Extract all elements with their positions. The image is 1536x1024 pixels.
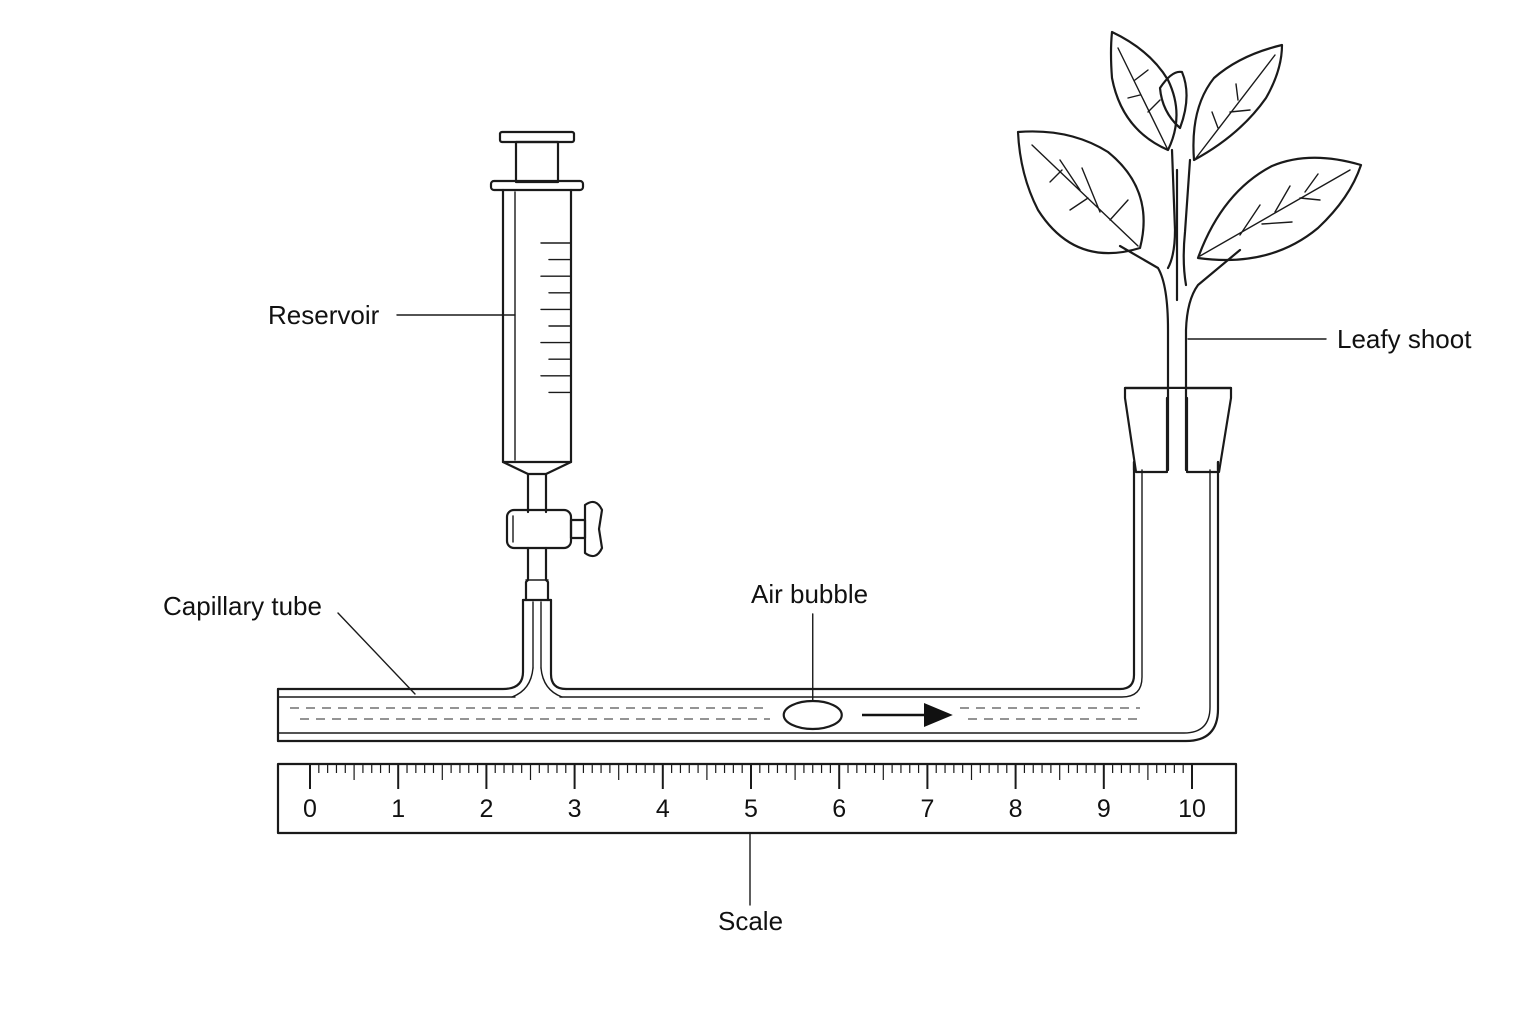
ruler-tick-label: 3 bbox=[568, 795, 582, 823]
label-reservoir-text: Reservoir bbox=[268, 300, 380, 330]
label-scale-text: Scale bbox=[718, 906, 783, 936]
reservoir-syringe bbox=[276, 130, 604, 698]
ruler-tick-label: 8 bbox=[1009, 795, 1023, 823]
leafy-shoot bbox=[1016, 30, 1363, 472]
tube-outer-wall bbox=[276, 460, 1220, 743]
air-bubble bbox=[782, 699, 843, 731]
syringe-taper bbox=[501, 460, 573, 476]
syringe-flange bbox=[489, 179, 585, 192]
label-air-bubble-text: Air bubble bbox=[751, 579, 868, 609]
rubber-stopper bbox=[1123, 386, 1233, 474]
ruler-ticks bbox=[309, 765, 1193, 789]
ruler-body bbox=[276, 762, 1238, 835]
ruler-tick-label: 6 bbox=[832, 795, 846, 823]
ruler-tick-label: 2 bbox=[479, 795, 493, 823]
label-leafy-shoot-text: Leafy shoot bbox=[1337, 324, 1472, 354]
leaf-left bbox=[1016, 130, 1145, 255]
ruler-tick-label: 9 bbox=[1097, 795, 1111, 823]
plunger-cap bbox=[498, 130, 576, 144]
ruler-numbers: 0 1 2 3 4 5 6 7 8 9 10 bbox=[303, 795, 1206, 823]
syringe-graduations bbox=[540, 242, 572, 394]
stopcock-outlet bbox=[524, 546, 550, 602]
leaf-bud bbox=[1158, 70, 1188, 130]
stopcock bbox=[505, 500, 604, 558]
label-scale: Scale bbox=[718, 832, 783, 936]
label-air-bubble: Air bubble bbox=[751, 579, 868, 702]
label-capillary-tube: Capillary tube bbox=[163, 591, 416, 695]
label-capillary-tube-text: Capillary tube bbox=[163, 591, 322, 621]
ruler-tick-label: 0 bbox=[303, 795, 317, 823]
leaf-top-left bbox=[1109, 30, 1178, 152]
plunger-stem bbox=[514, 140, 560, 184]
ruler-tick-label: 5 bbox=[744, 795, 758, 823]
syringe-nozzle bbox=[526, 472, 548, 514]
leaf-right bbox=[1196, 156, 1363, 262]
connector-right-wall bbox=[549, 598, 568, 691]
ruler-tick-label: 4 bbox=[656, 795, 670, 823]
label-leafy-shoot: Leafy shoot bbox=[1187, 324, 1472, 354]
ruler-tick-label: 1 bbox=[391, 795, 405, 823]
ruler-tick-label: 10 bbox=[1178, 795, 1206, 823]
leader-capillary-tube bbox=[337, 612, 416, 695]
tube-inner-wall bbox=[564, 460, 1136, 691]
label-reservoir: Reservoir bbox=[268, 300, 516, 330]
connector-left-wall bbox=[276, 598, 525, 691]
capillary-tube bbox=[276, 460, 1220, 743]
scale-ruler: 0 1 2 3 4 5 6 7 8 9 10 bbox=[276, 762, 1238, 835]
ruler-tick-label: 7 bbox=[920, 795, 934, 823]
leaf-top-right bbox=[1192, 43, 1284, 162]
